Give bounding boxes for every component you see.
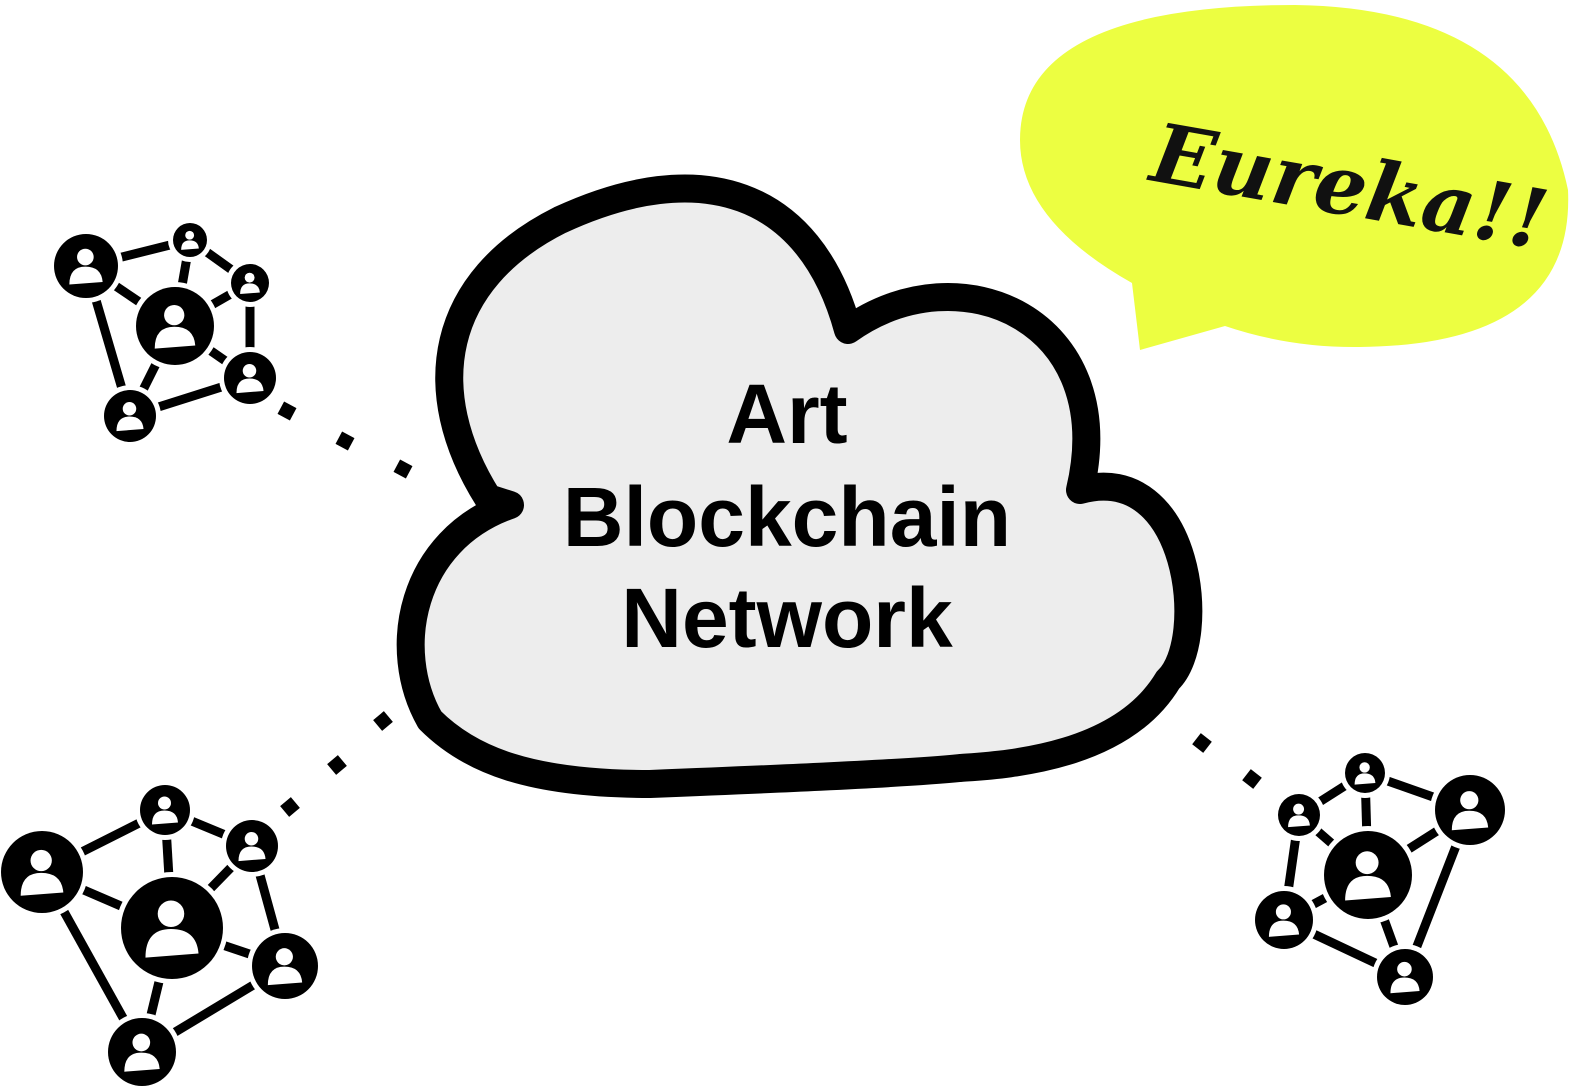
user-node-icon xyxy=(54,234,118,298)
network-cluster-bottom-right xyxy=(1250,748,1510,1010)
user-node-icon xyxy=(252,933,318,999)
dotted-link-top-left xyxy=(277,401,413,479)
user-node-icon xyxy=(1377,949,1433,1005)
cloud-title-line-1: Art xyxy=(726,367,847,461)
network-clusters xyxy=(0,218,1510,1091)
user-node-icon xyxy=(224,352,276,404)
user-node-icon xyxy=(108,1018,176,1086)
user-node-icon xyxy=(1435,775,1505,845)
blockchain-cloud: Art Blockchain Network xyxy=(396,174,1203,798)
user-node-icon xyxy=(1345,753,1385,793)
user-node-icon xyxy=(136,287,214,365)
user-node-icon xyxy=(1,831,83,913)
cloud-shape xyxy=(396,174,1203,798)
cloud-title-line-3: Network xyxy=(621,571,953,665)
user-node-icon xyxy=(121,877,223,979)
network-cluster-top-left xyxy=(49,218,281,447)
speech-bubble: Eureka!! xyxy=(1020,5,1569,350)
network-cluster-bottom-left xyxy=(0,780,323,1091)
cloud-title-line-2: Blockchain xyxy=(563,470,1011,564)
user-node-icon xyxy=(226,820,278,872)
user-node-icon xyxy=(231,264,269,302)
dotted-link-bottom-right xyxy=(1192,733,1262,789)
user-node-icon xyxy=(1255,891,1313,949)
user-node-icon xyxy=(173,223,207,257)
dotted-link-bottom-left xyxy=(280,711,393,817)
user-node-icon xyxy=(104,390,156,442)
user-node-icon xyxy=(1324,831,1412,919)
user-node-icon xyxy=(140,785,190,835)
user-node-icon xyxy=(1278,794,1320,836)
speech-bubble-shape xyxy=(1020,5,1569,350)
